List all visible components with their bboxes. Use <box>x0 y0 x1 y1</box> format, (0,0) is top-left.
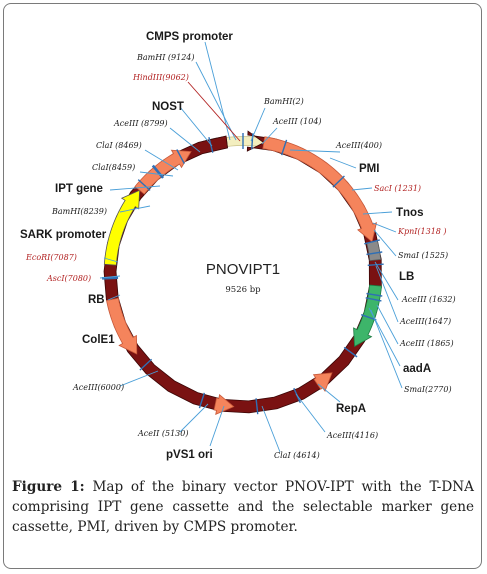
label-tnos: Tnos <box>396 207 423 219</box>
site-tick-14 <box>139 358 153 371</box>
leader-line-5 <box>250 107 266 142</box>
feature-arrows <box>103 130 382 416</box>
caption-label: Figure 1: <box>12 479 85 495</box>
label-repa: RepA <box>336 403 366 415</box>
site-tick-18 <box>151 165 164 179</box>
leader-line-20 <box>375 265 399 323</box>
site-tick-7 <box>366 292 383 297</box>
figure-frame <box>3 3 482 569</box>
leader-line-29 <box>261 405 281 453</box>
leader-line-18 <box>99 275 121 279</box>
site-smai-1525: SmaI (1525) <box>398 251 448 260</box>
leader-line-13 <box>119 205 151 213</box>
site-tick-19 <box>152 164 165 178</box>
sark-promoter-arrow <box>103 189 141 266</box>
leader-line-6 <box>261 127 278 145</box>
site-tick-8 <box>365 297 382 302</box>
leader-line-15 <box>372 222 397 233</box>
site-tick-4 <box>364 239 380 245</box>
site-asci-7080: AscI(7080) <box>46 274 91 283</box>
leader-line-12 <box>351 187 373 191</box>
site-tick-2 <box>280 139 288 156</box>
site-aceiii-6000: AceIII(6000) <box>72 383 124 392</box>
site-tick-10 <box>343 346 358 358</box>
label-leaders <box>99 41 403 453</box>
label-nost: NOST <box>152 101 184 113</box>
leader-line-8 <box>144 149 179 171</box>
site-aceiii-8799: AceIII (8799) <box>113 119 168 128</box>
site-aceiii-4116: AceIII(4116) <box>326 431 378 440</box>
leader-line-19 <box>374 261 399 301</box>
tnos-block <box>366 240 382 262</box>
pmi-arrow <box>262 136 378 243</box>
site-clai-8459: ClaI(8459) <box>92 163 135 172</box>
label-pvs1-ori: pVS1 ori <box>166 449 213 461</box>
site-saci-1231: SacI (1231) <box>374 184 421 193</box>
leader-line-28 <box>179 403 209 433</box>
site-bamhi-9124: BamHI (9124) <box>136 53 195 62</box>
site-bamhi-8239: BamHI(8239) <box>51 207 107 216</box>
caption-text: Map of the binary vector PNOV-IPT with t… <box>12 479 474 535</box>
label-sark-promoter: SARK promoter <box>20 229 107 241</box>
plasmid-size: 9526 bp <box>225 285 261 295</box>
leader-line-22 <box>107 294 121 301</box>
site-kpni-1318: KpnI(1318 ) <box>397 227 447 236</box>
site-bamhi-2: BamHI(2) <box>263 97 304 106</box>
leader-line-24 <box>119 370 159 387</box>
site-tick-6 <box>367 263 384 266</box>
leader-line-10 <box>329 157 357 169</box>
site-hindiii-9062: HindIII(9062) <box>132 73 189 82</box>
site-clai-8469: ClaI (8469) <box>96 141 142 150</box>
label-aada: aadA <box>403 363 431 375</box>
label-pmi: PMI <box>359 163 379 175</box>
site-aceiii-104: AceIII (104) <box>272 117 322 126</box>
leader-line-7 <box>289 149 341 153</box>
site-tick-5 <box>366 251 383 256</box>
leader-line-30 <box>209 405 225 447</box>
site-ecori-7087: EcoRI(7087) <box>25 253 77 262</box>
site-tick-17 <box>137 179 151 191</box>
label-ipt-gene: IPT gene <box>55 183 103 195</box>
leader-line-11 <box>109 185 161 191</box>
site-tick-13 <box>198 392 206 409</box>
site-tick-20 <box>176 149 185 164</box>
leader-line-16 <box>373 229 397 257</box>
leader-line-26 <box>317 383 341 403</box>
site-aceii-5130: AceII (5130) <box>137 429 188 438</box>
leader-line-27 <box>295 393 326 433</box>
site-tick-3 <box>332 175 345 188</box>
leader-line-0 <box>204 41 231 141</box>
leader-line-2 <box>187 81 241 142</box>
site-tick-12 <box>255 398 259 415</box>
leader-line-9 <box>139 171 174 177</box>
site-clai-4614: ClaI (4614) <box>274 451 320 460</box>
site-aceiii-1647: AceIII(1647) <box>399 317 451 326</box>
site-tick-15 <box>102 277 119 280</box>
leader-line-21 <box>376 304 399 345</box>
site-aceiii-1632: AceIII (1632) <box>401 295 456 304</box>
leader-line-17 <box>103 257 119 263</box>
repa-arrow <box>312 372 333 392</box>
cole1-arrow <box>106 297 138 355</box>
pvs1-ori-arrow <box>213 393 235 416</box>
lb-green-arrow <box>353 284 382 348</box>
site-smai-2770: SmaI(2770) <box>404 385 452 394</box>
label-lb: LB <box>399 271 414 283</box>
label-cmps-promoter: CMPS promoter <box>146 31 233 43</box>
site-aceiii-400: AceIII(400) <box>335 141 382 150</box>
site-aceiii-1865: AceIII (1865) <box>399 339 454 348</box>
leader-line-14 <box>362 211 393 215</box>
leader-line-4 <box>169 127 201 153</box>
label-cole1: ColE1 <box>82 334 115 346</box>
figure-caption: Figure 1: Map of the binary vector PNOV-… <box>12 477 474 537</box>
leader-line-1 <box>195 61 237 141</box>
plasmid-name: PNOVIPT1 <box>206 261 280 278</box>
leader-line-25 <box>370 309 403 389</box>
site-tick-9 <box>360 314 377 321</box>
label-rb: RB <box>88 294 105 306</box>
leader-line-3 <box>179 106 213 147</box>
